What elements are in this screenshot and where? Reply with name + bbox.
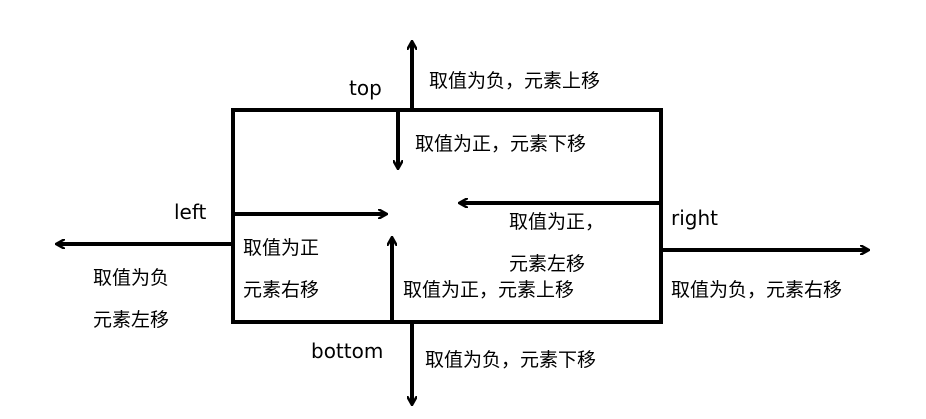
right-label: right bbox=[671, 206, 718, 230]
left-negative-note-line2: 元素左移 bbox=[93, 309, 170, 331]
right-negative-note: 取值为负，元素右移 bbox=[671, 279, 843, 301]
left-label: left bbox=[174, 200, 207, 224]
element-box bbox=[231, 108, 663, 324]
bottom-negative-note: 取值为负，元素下移 bbox=[425, 349, 597, 371]
left-positive-note-line1: 取值为正 bbox=[243, 237, 320, 259]
bottom-label: bottom bbox=[311, 339, 384, 363]
top-label: top bbox=[349, 76, 382, 100]
left-negative-note-line1: 取值为负 bbox=[93, 267, 170, 289]
top-negative-note: 取值为负，元素上移 bbox=[429, 70, 601, 92]
top-positive-note: 取值为正，元素下移 bbox=[415, 133, 587, 155]
right-positive-note-line1: 取值为正， bbox=[509, 211, 605, 233]
right-positive-note-line2: 元素左移 bbox=[509, 253, 586, 275]
bottom-positive-note: 取值为正，元素上移 bbox=[403, 279, 575, 301]
left-positive-note-line2: 元素右移 bbox=[243, 279, 320, 301]
